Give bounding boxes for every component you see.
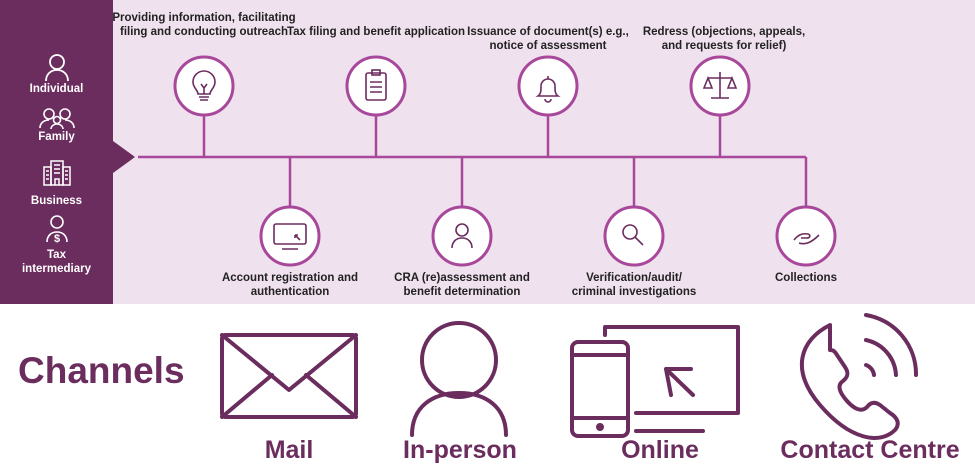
bell-icon <box>535 76 561 103</box>
timeline <box>138 55 837 267</box>
channel-in-person: In-person <box>403 436 517 464</box>
person-icon <box>451 223 473 249</box>
person-icon <box>44 54 69 82</box>
devices-icon <box>570 325 740 438</box>
channel-icons <box>220 313 919 440</box>
clipboard-icon <box>365 69 387 101</box>
stage-label: Providing information, facilitating fili… <box>112 12 296 38</box>
stage-label: Issuance of document(s) e.g., notice of … <box>467 26 629 52</box>
channel-contact-centre: Contact Centre <box>780 436 960 464</box>
monitor-cursor-icon <box>273 223 307 250</box>
stage-label: Tax filing and benefit application <box>286 26 466 38</box>
envelope-icon <box>220 333 358 419</box>
stage-label: Account registration and authentication <box>221 272 359 298</box>
stage-label: Redress (objections, appeals, and reques… <box>642 26 806 52</box>
family-icon <box>38 108 75 130</box>
client-family: Family <box>0 108 113 144</box>
client-sidebar: Individual Family Business $ Tax interme… <box>0 0 113 304</box>
phone-icon <box>800 313 919 440</box>
magnifier-icon <box>622 224 644 246</box>
person-dollar-icon: $ <box>45 215 68 244</box>
hand-icon <box>793 232 820 245</box>
svg-text:$: $ <box>53 233 59 244</box>
channels-title: Channels <box>18 350 185 391</box>
client-business: Business <box>0 160 113 208</box>
stage-label: Verification/audit/ criminal investigati… <box>571 272 697 298</box>
lightbulb-icon <box>192 70 216 101</box>
stage-label: Collections <box>775 272 837 284</box>
client-individual: Individual <box>0 52 113 96</box>
scales-icon <box>702 72 738 99</box>
person-icon <box>410 321 508 437</box>
building-icon <box>42 160 71 186</box>
client-tax-intermediary: $ Tax intermediary <box>0 214 113 276</box>
channel-online: Online <box>621 436 699 464</box>
channel-mail: Mail <box>264 436 314 464</box>
sidebar-pointer <box>113 141 135 173</box>
stage-label: CRA (re)assessment and benefit determina… <box>394 272 530 298</box>
